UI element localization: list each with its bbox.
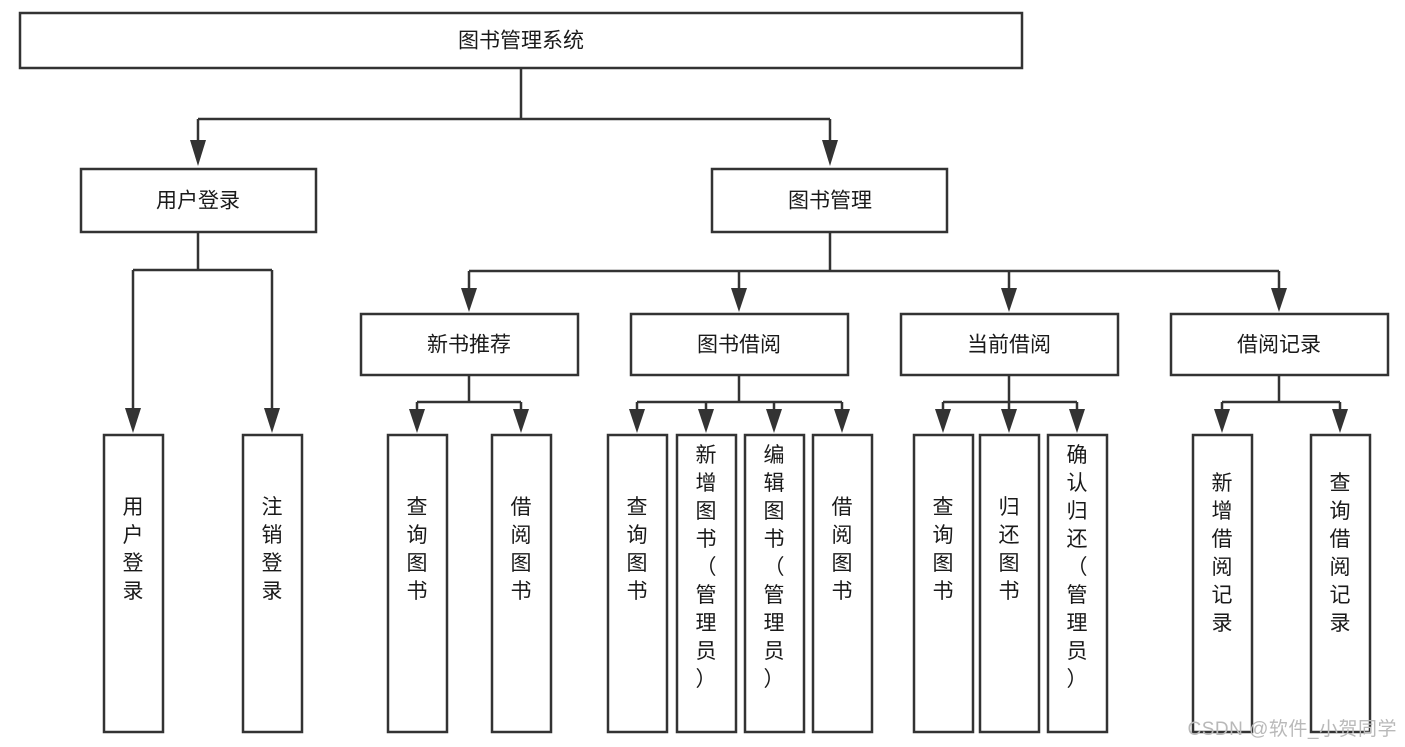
node-leaf-logout[interactable]: 注销登录: [241, 433, 304, 734]
node-leaf-query-book-1-label: 查询图书: [407, 496, 428, 603]
node-leaf-logout-box[interactable]: [241, 433, 304, 734]
node-leaf-query-book-3-label: 查询图书: [933, 496, 954, 603]
arrow-head-book-borrow: [731, 288, 747, 312]
arrow-head-borrow-record: [1271, 288, 1287, 312]
node-current-borrow[interactable]: 当前借阅: [899, 312, 1120, 377]
arrow-head-leaf-user-login: [125, 408, 141, 433]
node-leaf-borrow-book-1[interactable]: 借阅图书: [490, 433, 553, 734]
arrow-head-leaf-borrow-book-1: [513, 409, 529, 433]
arrow-head-book-manage: [822, 140, 838, 166]
node-user-login-label: 用户登录: [156, 190, 240, 213]
arrow-head-leaf-query-book-2: [629, 409, 645, 433]
node-leaf-borrow-book-2-label: 借阅图书: [832, 496, 853, 603]
node-user-login-box[interactable]: [79, 167, 318, 234]
arrow-head-leaf-return-book: [1001, 409, 1017, 433]
node-leaf-borrow-book-1-label: 借阅图书: [511, 496, 532, 603]
node-book-borrow-label: 图书借阅: [697, 334, 781, 357]
node-leaf-query-book-1[interactable]: 查询图书: [386, 433, 449, 734]
node-book-manage-label: 图书管理: [788, 190, 872, 213]
arrow-head-leaf-query-record: [1332, 409, 1348, 433]
arrow-head-leaf-edit-book: [766, 409, 782, 433]
node-leaf-query-book-3[interactable]: 查询图书: [912, 433, 975, 734]
node-new-book-rec[interactable]: 新书推荐: [359, 312, 580, 377]
csdn-watermark: CSDN @软件_小贺同学: [1187, 719, 1397, 740]
node-leaf-confirm-return-label: 确认归还（管理员）: [1067, 444, 1088, 691]
node-current-borrow-label: 当前借阅: [967, 334, 1051, 357]
node-leaf-borrow-book-1-box[interactable]: [490, 433, 553, 734]
node-leaf-query-book-1-box[interactable]: [386, 433, 449, 734]
node-leaf-confirm-return[interactable]: 确认归还（管理员）: [1046, 433, 1109, 734]
node-current-borrow-box[interactable]: [899, 312, 1120, 377]
node-leaf-user-login-box[interactable]: [102, 433, 165, 734]
node-book-manage[interactable]: 图书管理: [710, 167, 949, 234]
node-leaf-return-book-label: 归还图书: [999, 496, 1020, 603]
connector-layer: [125, 68, 1348, 433]
arrow-head-leaf-logout: [264, 408, 280, 433]
node-leaf-edit-book-label: 编辑图书（管理员）: [764, 444, 785, 691]
arrow-head-user-login: [190, 140, 206, 166]
arrow-head-leaf-add-record: [1214, 409, 1230, 433]
arrow-head-current-borrow: [1001, 288, 1017, 312]
node-leaf-query-book-2-label: 查询图书: [627, 496, 648, 603]
node-borrow-record-label: 借阅记录: [1237, 334, 1321, 357]
arrow-head-leaf-confirm-return: [1069, 409, 1085, 433]
node-leaf-edit-book-box[interactable]: [743, 433, 806, 734]
node-leaf-add-book-box[interactable]: [675, 433, 738, 734]
node-leaf-add-book-label: 新增图书（管理员）: [696, 444, 717, 691]
node-leaf-add-record-label: 新增借阅记录: [1212, 472, 1233, 635]
node-new-book-rec-box[interactable]: [359, 312, 580, 377]
arrow-head-new-book-rec: [461, 288, 477, 312]
node-leaf-return-book-box[interactable]: [978, 433, 1041, 734]
arrow-head-leaf-query-book-1: [409, 409, 425, 433]
node-user-login[interactable]: 用户登录: [79, 167, 318, 234]
node-leaf-user-login-label: 用户登录: [123, 496, 144, 603]
node-leaf-query-record-box[interactable]: [1309, 433, 1372, 734]
arrow-head-leaf-query-book-3: [935, 409, 951, 433]
node-leaf-add-record-box[interactable]: [1191, 433, 1254, 734]
node-leaf-borrow-book-2-box[interactable]: [811, 433, 874, 734]
node-leaf-borrow-book-2[interactable]: 借阅图书: [811, 433, 874, 734]
node-leaf-edit-book[interactable]: 编辑图书（管理员）: [743, 433, 806, 734]
arrow-head-leaf-borrow-book-2: [834, 409, 850, 433]
node-leaf-query-book-2-box[interactable]: [606, 433, 669, 734]
node-book-borrow-box[interactable]: [629, 312, 850, 377]
node-leaf-query-book-2[interactable]: 查询图书: [606, 433, 669, 734]
arrow-head-leaf-add-book: [698, 409, 714, 433]
node-root-label: 图书管理系统: [458, 30, 584, 53]
node-leaf-confirm-return-box[interactable]: [1046, 433, 1109, 734]
node-leaf-query-record[interactable]: 查询借阅记录: [1309, 433, 1372, 734]
node-leaf-user-login[interactable]: 用户登录: [102, 433, 165, 734]
node-book-borrow[interactable]: 图书借阅: [629, 312, 850, 377]
node-leaf-add-record[interactable]: 新增借阅记录: [1191, 433, 1254, 734]
node-new-book-rec-label: 新书推荐: [427, 334, 511, 357]
node-borrow-record-box[interactable]: [1169, 312, 1390, 377]
node-leaf-query-record-label: 查询借阅记录: [1330, 472, 1351, 635]
node-borrow-record[interactable]: 借阅记录: [1169, 312, 1390, 377]
node-leaf-query-book-3-box[interactable]: [912, 433, 975, 734]
node-book-manage-box[interactable]: [710, 167, 949, 234]
node-leaf-return-book[interactable]: 归还图书: [978, 433, 1041, 734]
node-root[interactable]: 图书管理系统: [18, 11, 1024, 70]
node-root-box[interactable]: [18, 11, 1024, 70]
node-leaf-add-book[interactable]: 新增图书（管理员）: [675, 433, 738, 734]
node-leaf-logout-label: 注销登录: [262, 496, 283, 603]
